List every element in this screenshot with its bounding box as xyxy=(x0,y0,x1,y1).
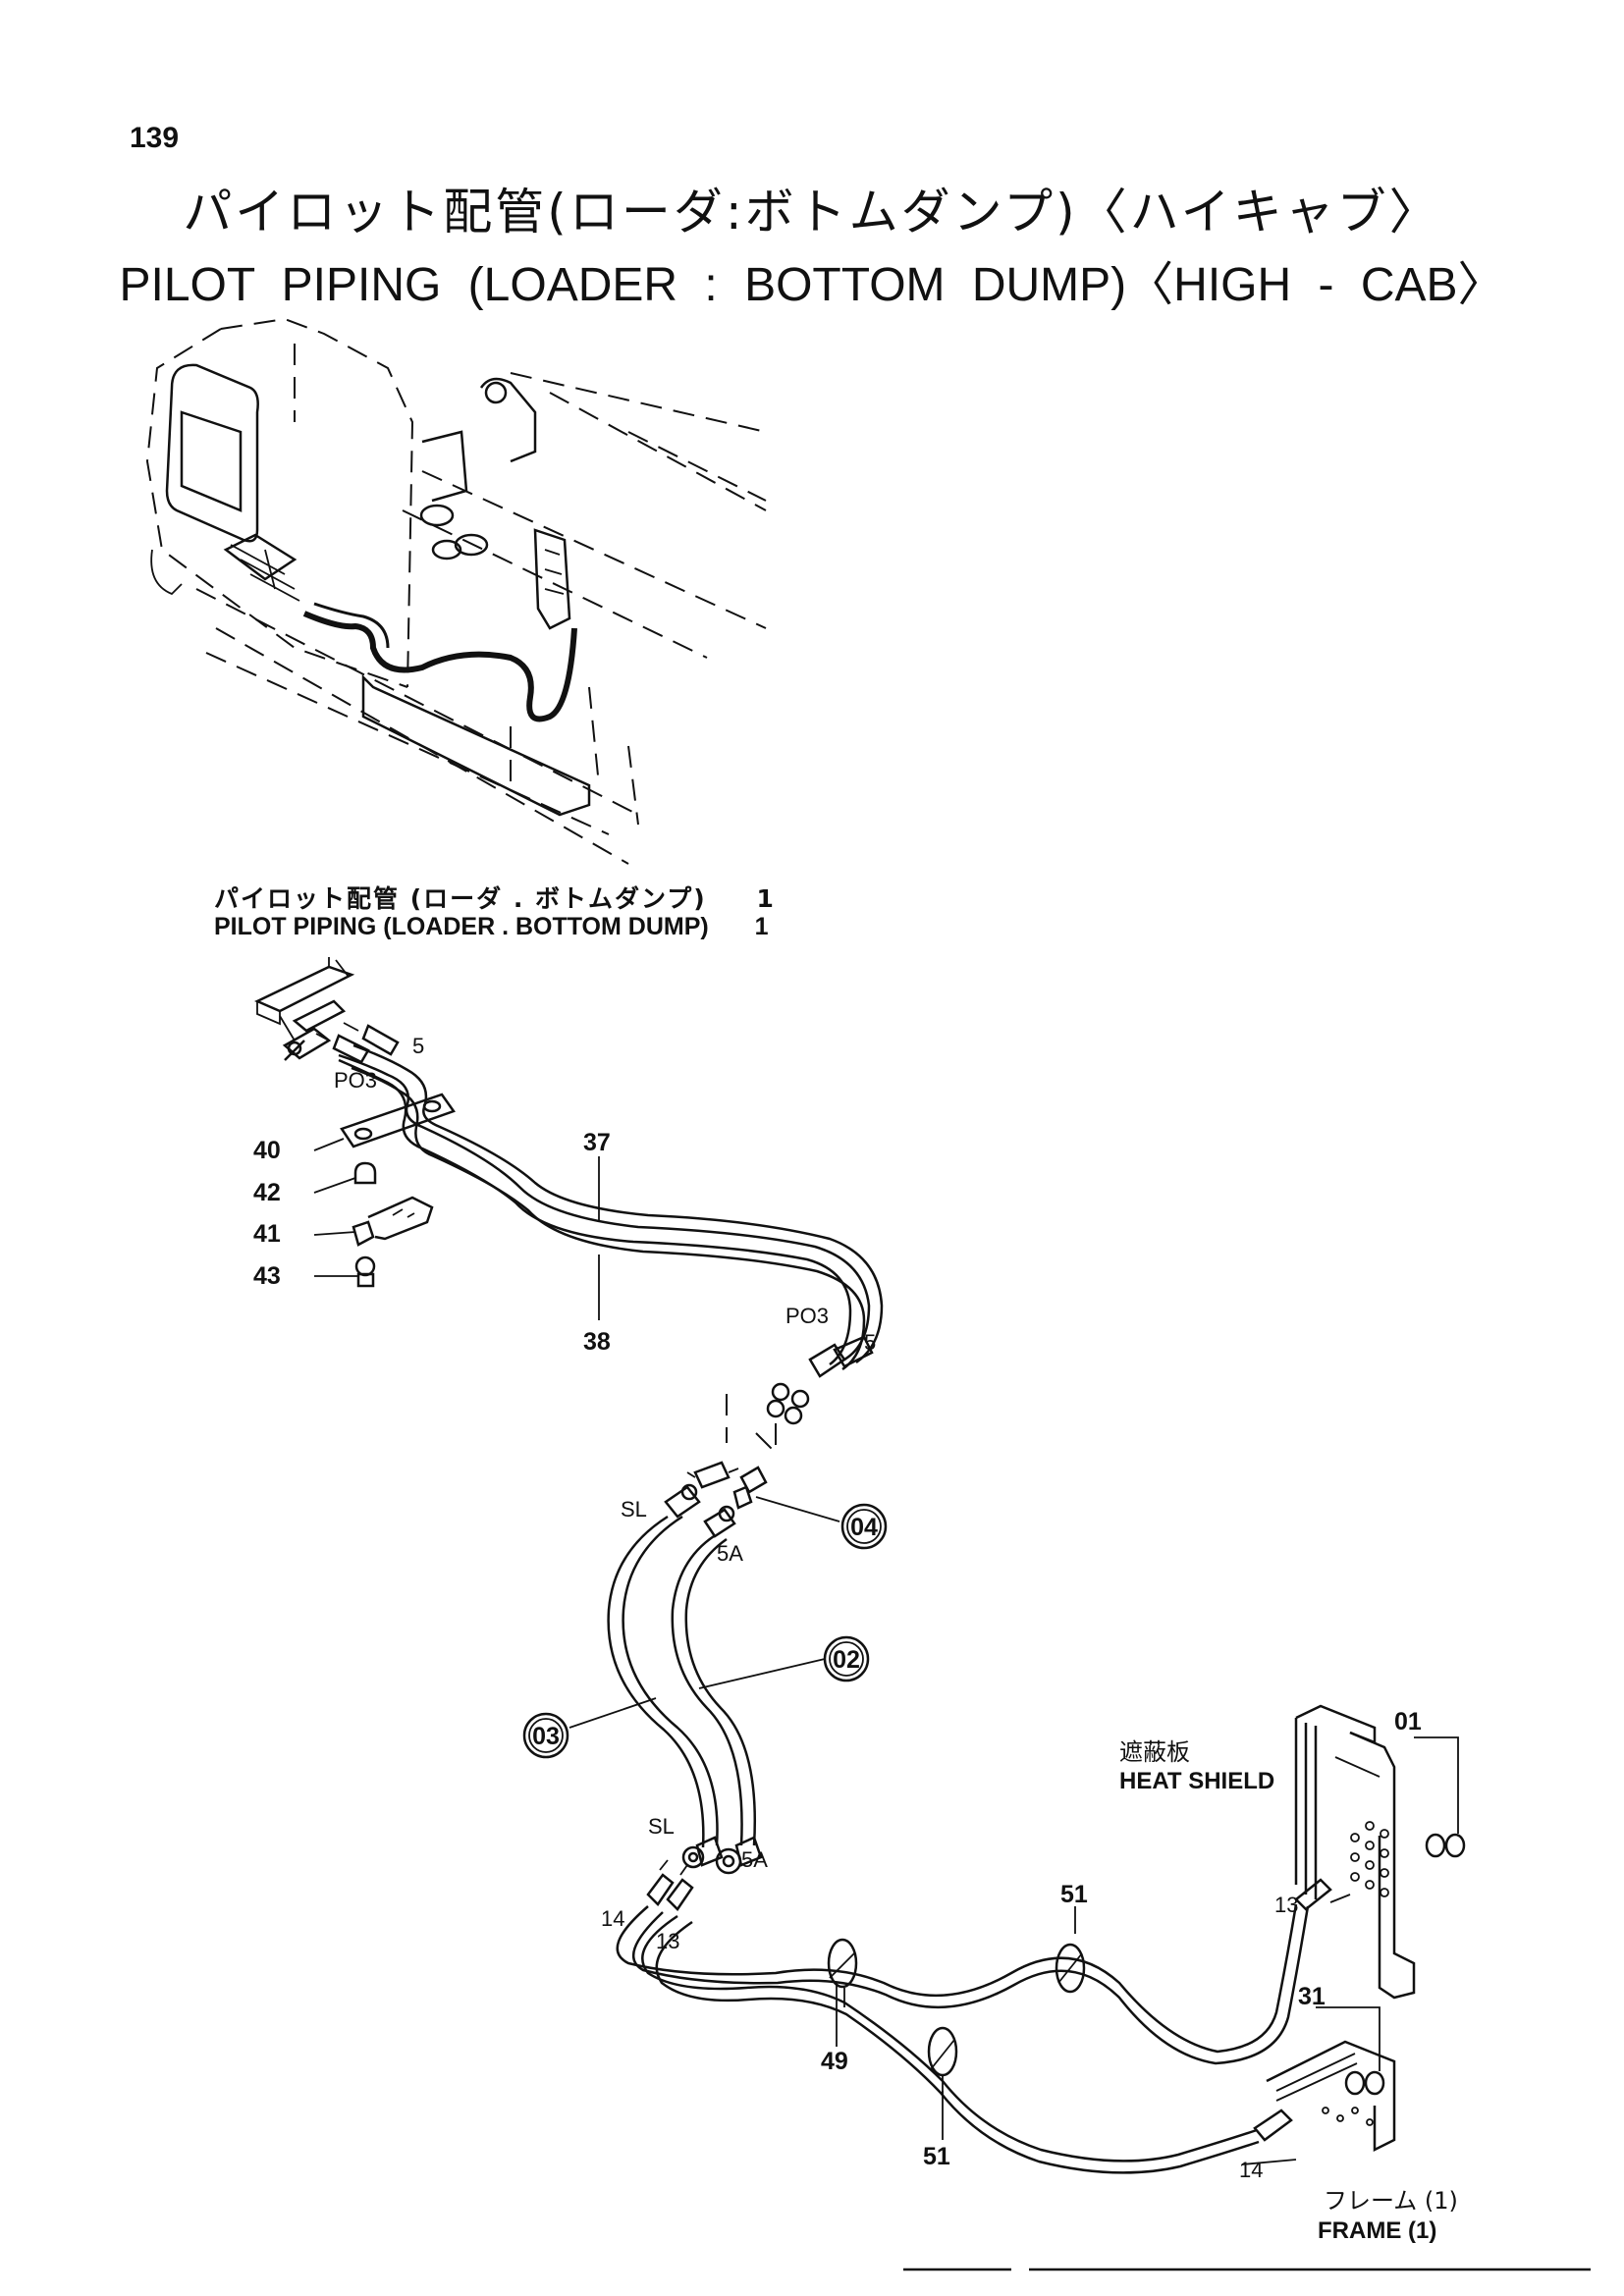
callout-02: 02 xyxy=(833,1646,860,1674)
frame-label-en: FRAME (1) xyxy=(1318,2217,1436,2244)
port-label-po3-mid: PO3 xyxy=(785,1304,829,1328)
port-label-po3-top: PO3 xyxy=(334,1068,377,1093)
callout-04: 04 xyxy=(850,1514,878,1541)
subassembly-name-en: PILOT PIPING (LOADER . BOTTOM DUMP) xyxy=(214,913,709,940)
port-label-sl-bottom: SL xyxy=(648,1814,675,1839)
circled-callout-04: 04 xyxy=(840,1503,888,1550)
hose-02-03 xyxy=(568,1483,826,1875)
page-number: 139 xyxy=(130,122,180,154)
subassembly-qty-jp: 1 xyxy=(756,884,776,913)
fitting-label-14-right: 14 xyxy=(1239,2158,1263,2182)
port-label-sl-top: SL xyxy=(621,1497,647,1522)
fitting-label-14-left: 14 xyxy=(601,1906,624,1931)
callout-41: 41 xyxy=(253,1220,281,1248)
machine-overview-illustration xyxy=(145,317,767,865)
callout-51-upper: 51 xyxy=(1060,1881,1088,1908)
callout-51-lower: 51 xyxy=(923,2143,950,2170)
callout-42: 42 xyxy=(253,1179,281,1206)
hose-37-38 xyxy=(315,1022,884,1371)
callout-38: 38 xyxy=(583,1328,611,1356)
heat-shield-label-en: HEAT SHIELD xyxy=(1119,1768,1274,1794)
frame-label-jp: フレーム (1) xyxy=(1324,2187,1458,2215)
port-label-5a-bottom: 5A xyxy=(741,1847,768,1872)
fitting-label-13-left: 13 xyxy=(656,1929,679,1953)
callout-49: 49 xyxy=(821,2048,848,2075)
title-japanese: パイロット配管(ローダ:ボトムダンプ)〈ハイキャブ〉 xyxy=(183,184,1441,240)
subassembly-title-english: PILOT PIPING (LOADER . BOTTOM DUMP) 1 xyxy=(214,913,769,941)
callout-03: 03 xyxy=(532,1723,560,1750)
circled-callout-02: 02 xyxy=(823,1635,870,1682)
fitting-label-13-right: 13 xyxy=(1274,1893,1298,1917)
upper-valve-bracket xyxy=(253,957,355,1061)
heat-shield-part xyxy=(1294,1704,1466,2000)
middle-connector-block xyxy=(686,1335,874,1522)
port-label-5a-top: 5A xyxy=(717,1541,743,1566)
subassembly-qty-en: 1 xyxy=(754,913,769,940)
subassembly-title-japanese: パイロット配管 (ローダ . ボトムダンプ) 1 xyxy=(214,880,776,915)
frame-bracket-part xyxy=(1241,2006,1396,2165)
title-english: PILOT PIPING (LOADER : BOTTOM DUMP)〈HIGH… xyxy=(119,259,1505,311)
port-label-5-mid: 5 xyxy=(864,1330,876,1355)
lower-hoses xyxy=(616,1859,1332,2174)
clamp-assembly xyxy=(313,1093,456,1288)
callout-43: 43 xyxy=(253,1262,281,1290)
subassembly-name-jp: パイロット配管 (ローダ . ボトムダンプ) xyxy=(214,884,707,913)
callout-40: 40 xyxy=(253,1137,281,1164)
circled-callout-03: 03 xyxy=(522,1712,569,1759)
callout-01: 01 xyxy=(1394,1708,1422,1735)
port-label-5-top: 5 xyxy=(412,1034,424,1058)
callout-37: 37 xyxy=(583,1129,611,1156)
heat-shield-label-jp: 遮蔽板 xyxy=(1119,1738,1190,1766)
callout-31: 31 xyxy=(1298,1983,1326,2010)
